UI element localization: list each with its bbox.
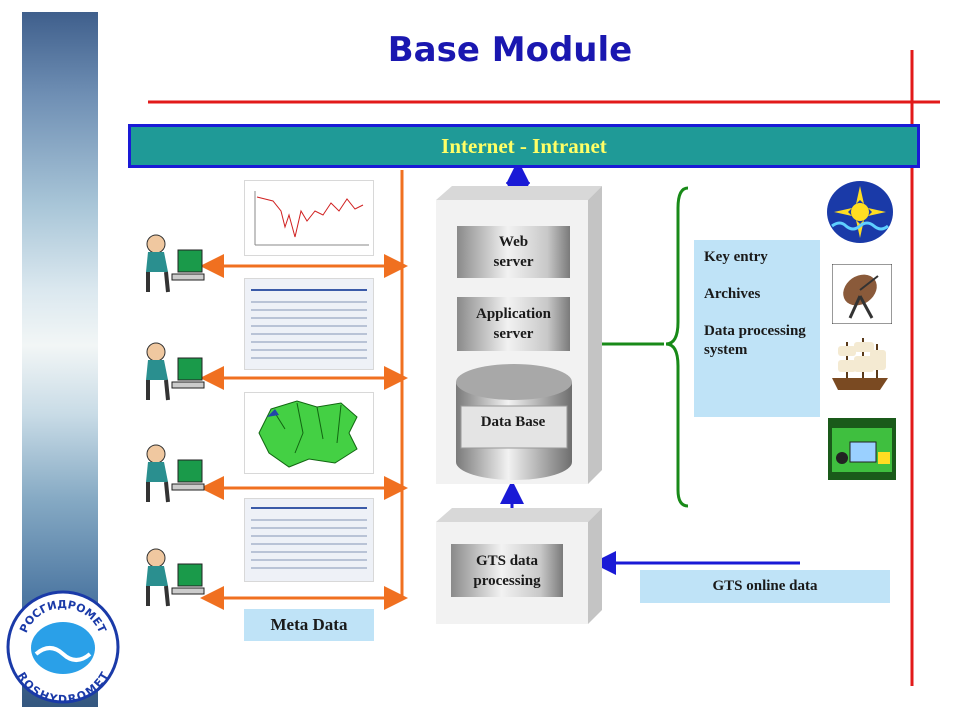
data-table-thumbnail — [244, 278, 374, 370]
green-bracket — [665, 186, 689, 508]
page-title: Base Module — [387, 30, 633, 70]
user-workstation-icon — [146, 342, 205, 401]
database-cylinder — [456, 364, 572, 480]
application-server-box: Application server — [457, 297, 570, 351]
user-workstation-icon — [146, 234, 205, 293]
gts-processing-box: GTS data processing — [451, 544, 563, 597]
source-archives: Archives — [704, 286, 761, 302]
source-data-processing: Data processing system — [704, 323, 806, 358]
map-thumbnail — [244, 392, 374, 474]
radar-dish-icon — [832, 264, 892, 324]
compass-emblem-icon — [827, 181, 893, 243]
web-server-box: Web server — [457, 226, 570, 278]
internet-intranet-banner: Internet - Intranet — [128, 124, 920, 168]
sailing-ship-icon — [832, 338, 888, 390]
metadata-thumbnail — [244, 498, 374, 582]
roshydromet-logo: РОСГИДРОМЕТ ROSHYDROMET — [6, 590, 120, 704]
magnetic-tape-icon — [828, 418, 896, 480]
user-workstation-icon — [146, 444, 205, 503]
database-label: Data Base — [480, 414, 546, 430]
gts-online-data-box: GTS online data — [640, 570, 890, 603]
user-workstation-icon — [146, 548, 205, 607]
source-key-entry: Key entry — [704, 249, 768, 265]
data-sources-list: Key entry Archives Data processing syste… — [694, 240, 820, 417]
meta-data-box: Meta Data — [244, 609, 374, 641]
chart-thumbnail — [244, 180, 374, 256]
